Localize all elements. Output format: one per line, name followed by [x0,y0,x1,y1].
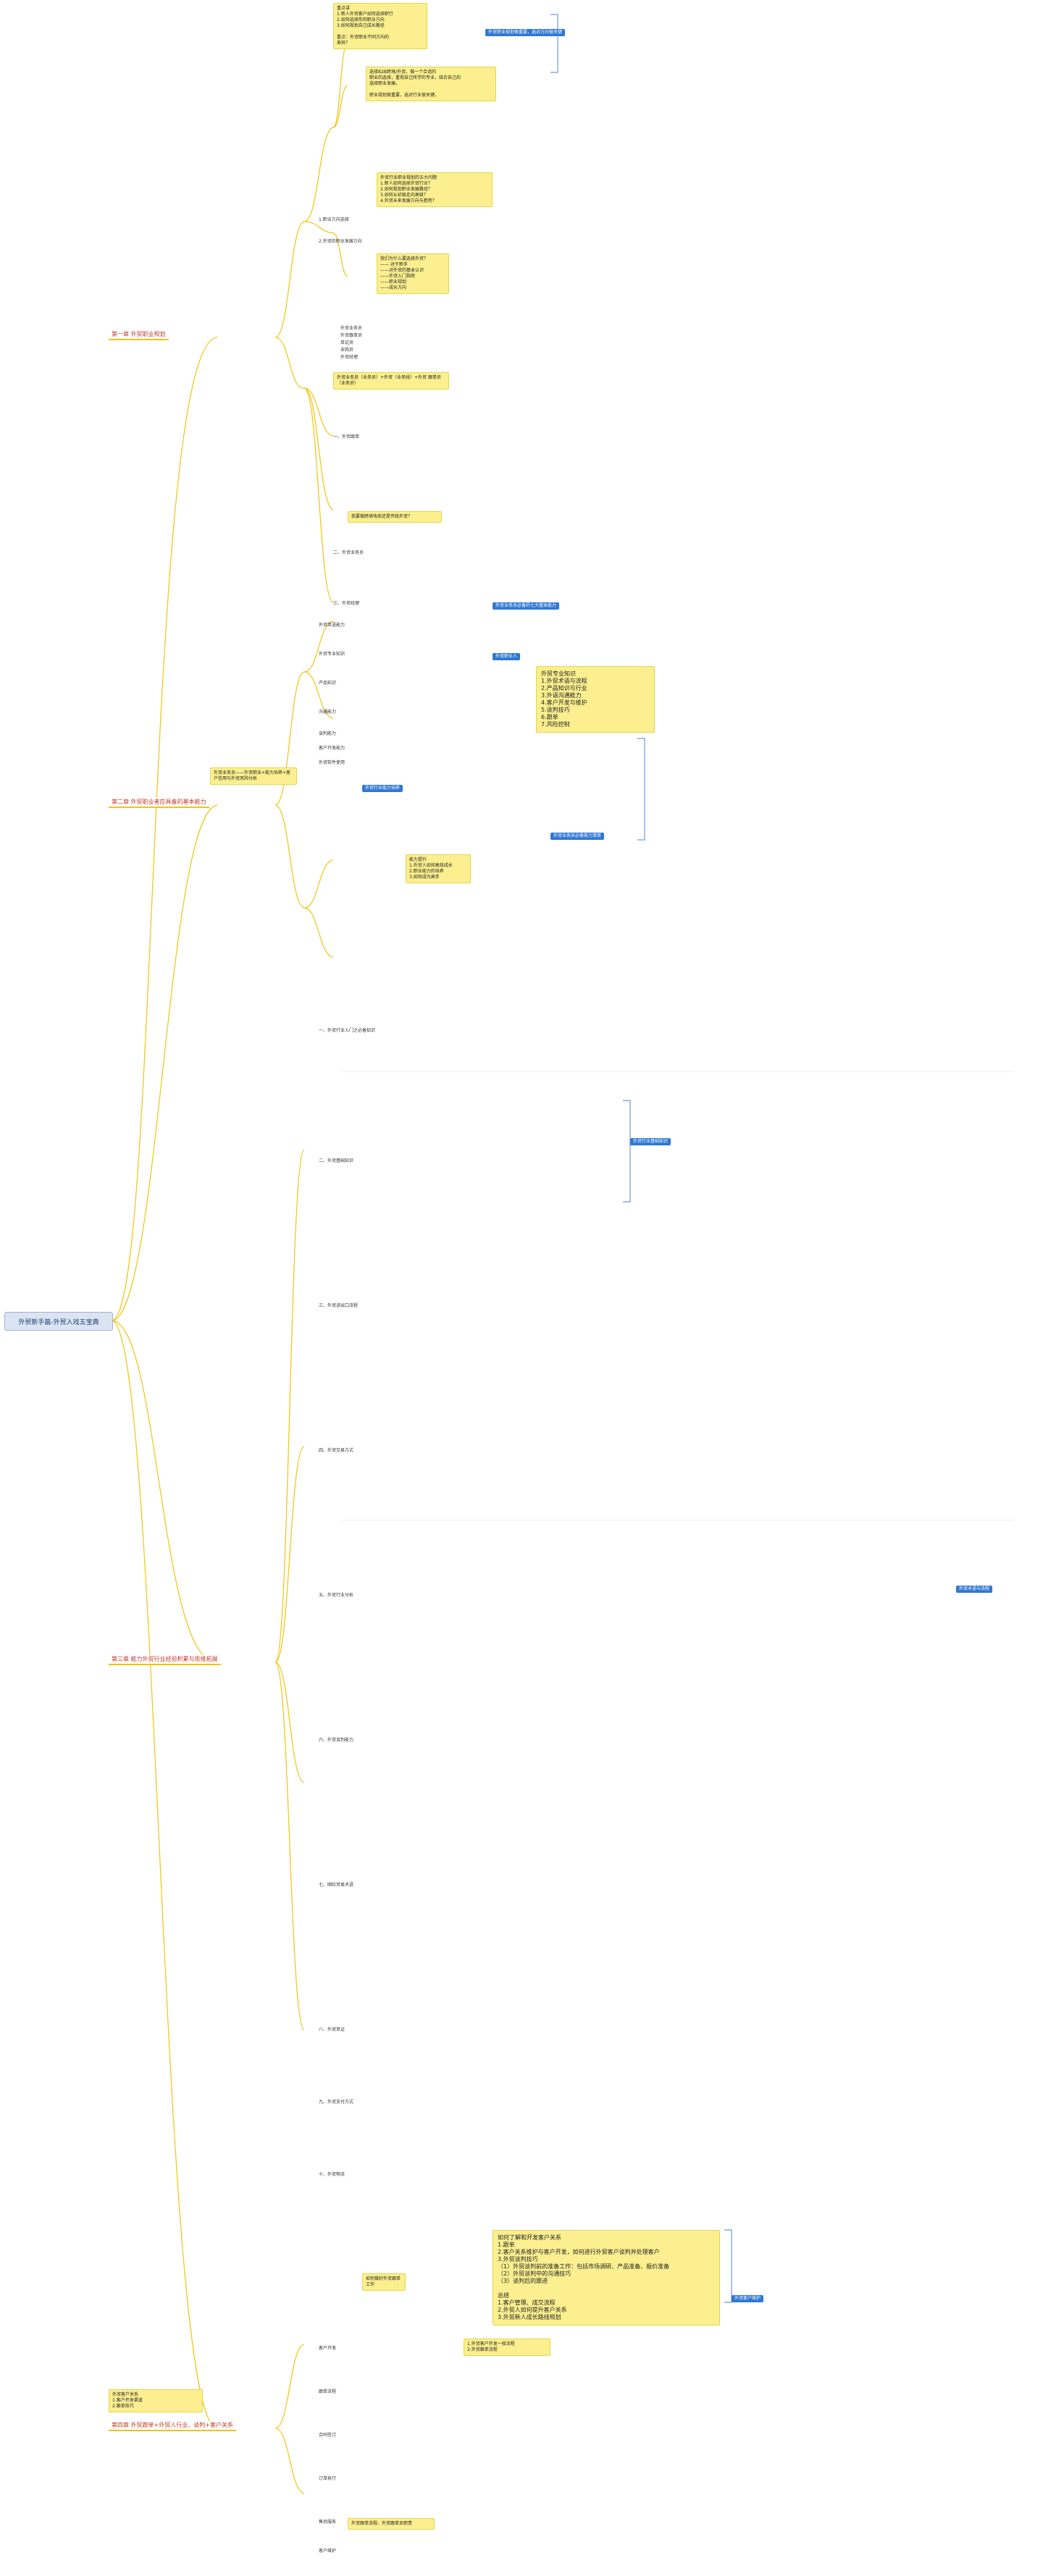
b3-item-3: 三、外贸进出口流程 [319,1303,359,1308]
b4-note-main: 如何了解和开发客户关系 1.跟单 2.客户关系维护与客户开发，如何进行外贸客户谈… [493,2230,720,2325]
b1-note-role: 外贸业务员（业务员）+外贸（业务线）+外贸 跟单员（业务员） [333,372,449,390]
b4-item-2: 跟单流程 [319,2389,337,2394]
branch-2[interactable]: 第二章 外贸职业者应具备的基本能力 [109,798,209,808]
b4-item-3: 合同签订 [319,2433,337,2438]
b1-sub-3: 单证员 [340,340,354,345]
b4-item-4: 订单执行 [319,2476,337,2481]
b2-note-a: 外贸业务员——外贸职业+能力培养+客 户信用与外贸风险分析 [210,767,297,785]
b1-sub-5: 外贸经理 [340,355,359,360]
b2-item-1: 外贸英语能力 [319,623,345,628]
b3-item-1: 一、外贸行业入门之必备知识 [319,1028,376,1033]
b4-tag-1: 外贸客户维护 [732,2295,764,2302]
b4-item-6: 客户维护 [319,2548,337,2554]
b1-item-1: 1.职业方向选择 [319,217,349,222]
b2-tag-4: 外贸业务员必备能力清单 [550,833,605,840]
branch-1[interactable]: 第一章 外贸职业规划 [109,330,169,340]
b2-item-7: 外贸软件使用 [319,760,345,765]
b2-tag-2: 外贸职业人 [493,653,521,660]
b2-item-4: 沟通能力 [319,710,337,715]
branch-2-label: 第二章 外贸职业者应具备的基本能力 [112,799,206,805]
b3-item-2: 二、外贸基础知识 [319,1158,354,1163]
b3-item-5: 五、外贸行业分析 [319,1593,354,1598]
b1-note-top: 重点讲 1.新人外贸客户如何选择职行 2.如何选择你的职业方向 3.如何规划自己… [333,3,427,49]
b1-item-5: 三、外贸经理 [333,601,360,606]
b2-note-b: 能力提升 1.外贸人如何高效成长 2.职业能力的培养 3.如何成为高手 [406,854,471,883]
b2-item-2: 外贸专业知识 [319,652,345,657]
b1-sub-2: 外贸跟单员 [340,333,363,338]
b2-item-5: 谈判能力 [319,731,337,736]
branch-3-label: 第三章 能力外贸行业经验积累与思维拓展 [112,1656,218,1662]
b1-sub-4: 采购员 [340,348,354,353]
b3-item-10: 十、外贸物流 [319,2172,345,2177]
root-node[interactable]: 外贸新手篇-外贸入戏五宝典 [4,1312,113,1331]
b3-item-6: 六、外贸谈判能力 [319,1738,354,1743]
branch-4[interactable]: 第四章 外贸跟单+外贸人行业、谈判+客户关系 [109,2421,236,2431]
b1-note-questions: 外贸行业职业规划的五大问题 1.新人如何选择外贸行业？ 2.如何规划职业发展路径… [377,172,493,207]
b4-item-5: 售后服务 [319,2520,337,2525]
b1-note-exp: 我要做跨境电商还是传统外贸？ [348,511,442,523]
b4-note-low1: 如何做好外贸跟单工作 [362,2273,406,2291]
b4-note-b4a: 外贸客户关系 1.客户开发渠道 2.跟单技巧 [109,2389,203,2412]
b1-tag-top: 外贸职业规划很重要，选对方向很关键 [485,29,566,36]
branch-3[interactable]: 第三章 能力外贸行业经验积累与思维拓展 [109,1655,221,1665]
b2-tag-3: 外贸行业能力培养 [362,785,403,792]
b3-item-7: 七、国际贸易术语 [319,1882,354,1887]
branch-4-label: 第四章 外贸跟单+外贸人行业、谈判+客户关系 [112,2422,233,2428]
b1-item-2: 2.外贸的职业发展方向 [319,239,362,244]
b3-item-9: 九、外贸支付方式 [319,2100,354,2105]
root-label: 外贸新手篇-外贸入戏五宝典 [18,1318,99,1326]
b1-item-3: 一、外贸跟单 [333,434,360,439]
branch-1-label: 第一章 外贸职业规划 [112,331,166,337]
b1-item-4: 二、外贸业务员 [333,550,364,555]
b2-item-6: 客户开发能力 [319,746,345,751]
b4-note-low2: 1.外贸客户开发一般流程 2.外贸跟单流程 [464,2339,550,2356]
b1-note-low: 我们为什么要选择外贸？ —— 对于新手 ——对外贸的基本认识 ——外贸入门指南 … [377,253,449,294]
b3-tag-2: 外贸术语与流程 [956,1586,993,1593]
b1-sub-1: 外贸业务员 [340,326,363,331]
b4-item-1: 客户开发 [319,2346,337,2351]
b4-note-final: 外贸跟单流程、外贸跟单员职责 [348,2518,435,2530]
b2-note-skills: 外贸专业知识 1.外贸术语与流程 2.产品知识与行业 3.外语沟通能力 4.客户… [536,666,655,733]
b3-item-4: 四、外贸交易方式 [319,1448,354,1453]
b3-item-8: 八、外贸单证 [319,2027,345,2032]
b2-item-3: 产品知识 [319,681,337,686]
b1-note-mid: 选择B2B跨境/外贸，做一个合适的 职业的选择，重视自己所学的专业，结合自己的 … [366,67,496,101]
b2-tag-1: 外贸业务员必备的七大基本能力 [493,602,560,610]
b3-tag-1: 外贸行业基础知识 [630,1138,671,1145]
